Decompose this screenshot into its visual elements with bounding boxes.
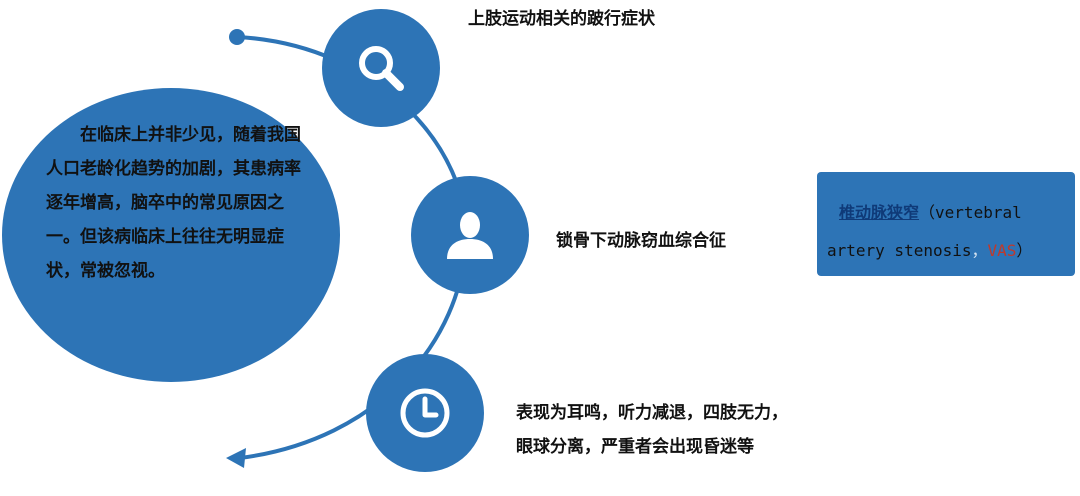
- arc-start-dot: [229, 29, 245, 45]
- node-label-3: 表现为耳鸣，听力减退，四肢无力，眼球分离，严重者会出现昏迷等: [516, 403, 788, 457]
- node-person: [411, 176, 529, 294]
- search-icon: [359, 46, 404, 91]
- paren-close: ）: [1016, 241, 1033, 260]
- summary-circle: [2, 88, 340, 382]
- node-clock: [366, 354, 484, 472]
- disease-english: vertebral artery stenosis: [827, 203, 1022, 260]
- clock-icon: [400, 388, 450, 438]
- paren-open: （: [919, 203, 936, 222]
- node-label-1: 上肢运动相关的跛行症状: [468, 9, 655, 29]
- person-icon: [447, 212, 493, 259]
- separator: ，: [971, 241, 988, 260]
- disease-abbr: VAS: [987, 241, 1017, 260]
- node-label-2: 锁骨下动脉窃血综合征: [556, 231, 726, 251]
- disease-name: 椎动脉狭窄: [839, 203, 920, 222]
- node-search: [322, 9, 440, 127]
- disease-card: 椎动脉狭窄（vertebral artery stenosis，VAS）: [817, 172, 1075, 276]
- arc-arrowhead: [226, 448, 246, 468]
- summary-text: 在临床上并非少见，随着我国人口老龄化趋势的加剧，其患病率逐年增高，脑卒中的常见原…: [46, 125, 301, 281]
